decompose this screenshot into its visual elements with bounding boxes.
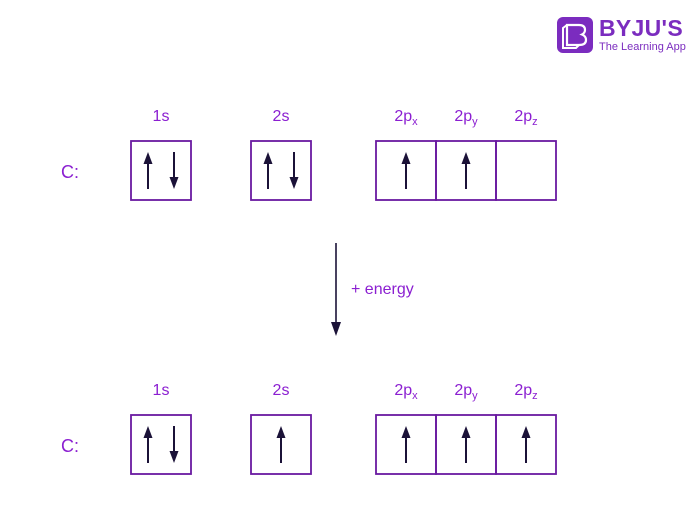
- ground-orbital-2px-label: 2px: [394, 108, 418, 128]
- energy-label: + energy: [351, 281, 414, 298]
- element-label-excited: C:: [61, 436, 79, 456]
- excited-orbital-2pz-label: 2pz: [514, 382, 537, 402]
- ground-orbital-2pz-label: 2pz: [514, 108, 537, 128]
- ground-orbital-2px-electron-up-0-head: [401, 152, 411, 164]
- excited-orbital-1s-electron-down-1-head: [169, 451, 179, 463]
- excited-orbital-2pz-electron-up-0-head: [521, 426, 531, 438]
- excited-orbital-2s-electron-up-0-head: [276, 426, 286, 438]
- energy-arrow-head: [331, 322, 341, 336]
- byjus-logo: BYJU'S The Learning App: [557, 15, 689, 57]
- ground-orbital-1s-label: 1s: [153, 108, 170, 125]
- ground-orbital-1s-electron-down-1-head: [169, 177, 179, 189]
- ground-orbital-2py-label: 2py: [454, 108, 478, 128]
- excited-orbital-1s-label: 1s: [153, 382, 170, 399]
- excited-orbital-2py-label: 2py: [454, 382, 478, 402]
- ground-orbital-2s-label: 2s: [273, 108, 290, 125]
- excited-orbital-2pz-box: [495, 414, 557, 475]
- byjus-logo-icon: [557, 17, 593, 53]
- ground-orbital-1s-box: [130, 140, 192, 201]
- ground-orbital-2pz-box: [495, 140, 557, 201]
- logo-tagline: The Learning App: [599, 41, 686, 53]
- ground-orbital-2s-box: [250, 140, 312, 201]
- excited-orbital-2px-electron-up-0-head: [401, 426, 411, 438]
- ground-orbital-2py-electron-up-0-head: [461, 152, 471, 164]
- ground-orbital-2s-electron-down-1-head: [289, 177, 299, 189]
- excited-orbital-2s-label: 2s: [273, 382, 290, 399]
- excited-orbital-1s-box: [130, 414, 192, 475]
- element-label-ground: C:: [61, 162, 79, 182]
- excited-orbital-2py-electron-up-0-head: [461, 426, 471, 438]
- ground-orbital-2s-electron-up-0-head: [263, 152, 273, 164]
- excited-orbital-2px-label: 2px: [394, 382, 418, 402]
- excited-orbital-2s-box: [250, 414, 312, 475]
- logo-name: BYJU'S: [599, 15, 683, 41]
- excited-orbital-1s-electron-up-0-head: [143, 426, 153, 438]
- ground-orbital-1s-electron-up-0-head: [143, 152, 153, 164]
